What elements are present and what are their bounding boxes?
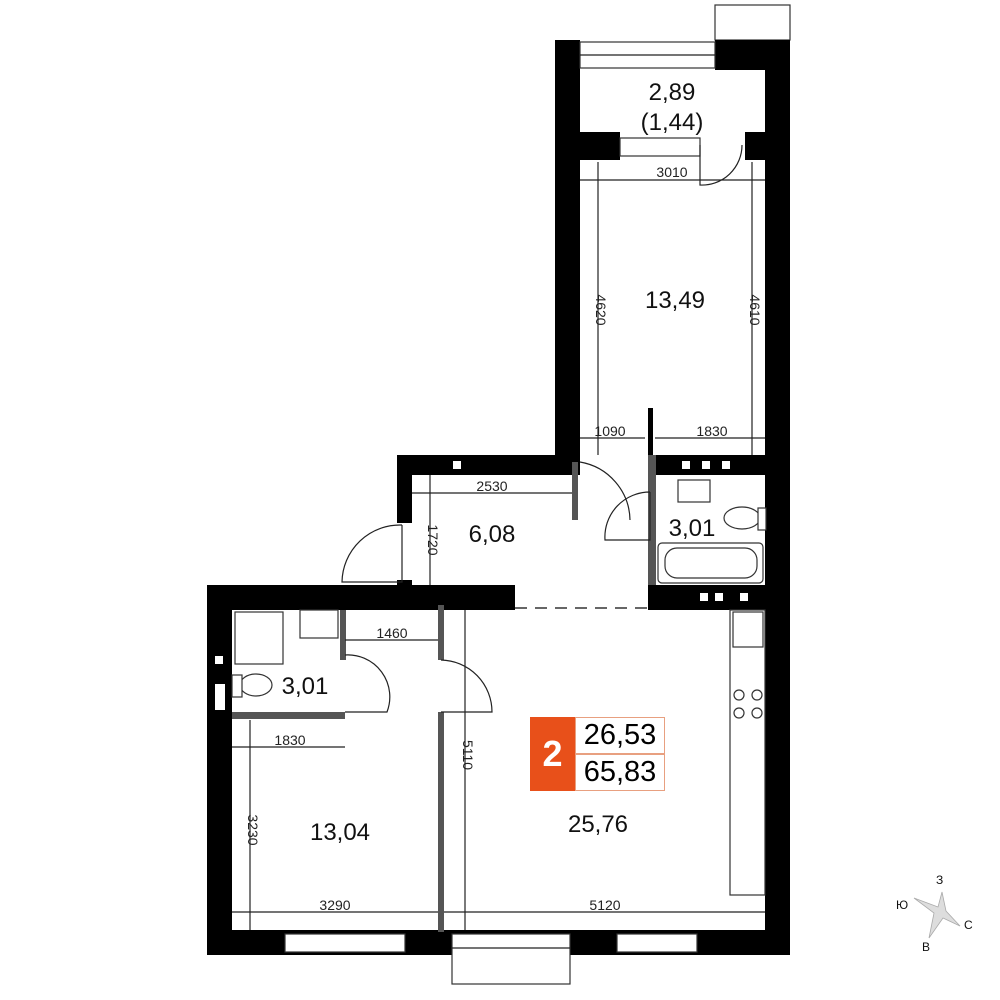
wall bbox=[745, 132, 790, 160]
compass-south: Ю bbox=[896, 898, 909, 912]
wall bbox=[397, 455, 412, 523]
dim-label: 1830 bbox=[274, 732, 305, 748]
dim-label: 4610 bbox=[747, 294, 763, 325]
dim-label: 3010 bbox=[656, 164, 687, 180]
dim-label: 2530 bbox=[476, 478, 507, 494]
dim-label: 1460 bbox=[376, 625, 407, 641]
room-count: 2 bbox=[530, 717, 575, 791]
sink-icon bbox=[677, 479, 711, 503]
toilet-icon bbox=[239, 673, 273, 697]
wall bbox=[648, 455, 790, 475]
wall bbox=[555, 40, 580, 70]
dim-label: 3230 bbox=[245, 814, 261, 845]
total-area: 65,83 bbox=[575, 754, 665, 791]
stove-icon bbox=[733, 689, 763, 719]
dim-label: 1830 bbox=[696, 423, 727, 439]
dim-label: 4620 bbox=[593, 294, 609, 325]
bedroom-left-area: 13,04 bbox=[310, 819, 370, 846]
wall bbox=[207, 585, 232, 955]
shower-icon bbox=[234, 611, 284, 665]
compass-west: З bbox=[936, 873, 944, 887]
wall bbox=[397, 455, 580, 475]
bathroom-left-area: 3,01 bbox=[282, 673, 329, 700]
living-kitchen-area: 25,76 bbox=[568, 811, 628, 838]
window bbox=[284, 933, 406, 953]
wall bbox=[715, 40, 790, 70]
apartment-badge: 2 26,53 65,83 bbox=[530, 717, 665, 791]
kitchen-counter bbox=[729, 609, 766, 896]
balcony-area-reduced: (1,44) bbox=[641, 109, 704, 136]
sink-icon bbox=[299, 609, 339, 639]
balcony-area: 2,89 bbox=[649, 79, 696, 106]
compass-north: С bbox=[964, 918, 973, 932]
living-area-total: 26,53 bbox=[575, 717, 665, 754]
compass-east: В bbox=[922, 940, 931, 954]
wall bbox=[207, 585, 515, 610]
balcony-door bbox=[451, 933, 571, 985]
dim-label: 3290 bbox=[319, 897, 350, 913]
dim-label: 5120 bbox=[589, 897, 620, 913]
bathroom-top-area: 3,01 bbox=[669, 515, 716, 542]
hall-area: 6,08 bbox=[469, 521, 516, 548]
window bbox=[616, 933, 698, 953]
window bbox=[619, 137, 701, 157]
dim-label: 1720 bbox=[425, 524, 441, 555]
kitchen-sink-icon bbox=[732, 611, 764, 648]
dim-label: 5110 bbox=[460, 740, 476, 770]
door-swing bbox=[699, 144, 743, 186]
wall bbox=[765, 40, 790, 955]
wall bbox=[555, 40, 580, 455]
compass-icon bbox=[913, 891, 961, 939]
balcony-outline bbox=[714, 4, 791, 41]
wall bbox=[555, 132, 620, 160]
toilet-icon bbox=[723, 506, 761, 530]
entrance-door bbox=[341, 524, 403, 583]
dim-label: 1090 bbox=[594, 423, 625, 439]
bedroom-top-area: 13,49 bbox=[645, 287, 705, 314]
